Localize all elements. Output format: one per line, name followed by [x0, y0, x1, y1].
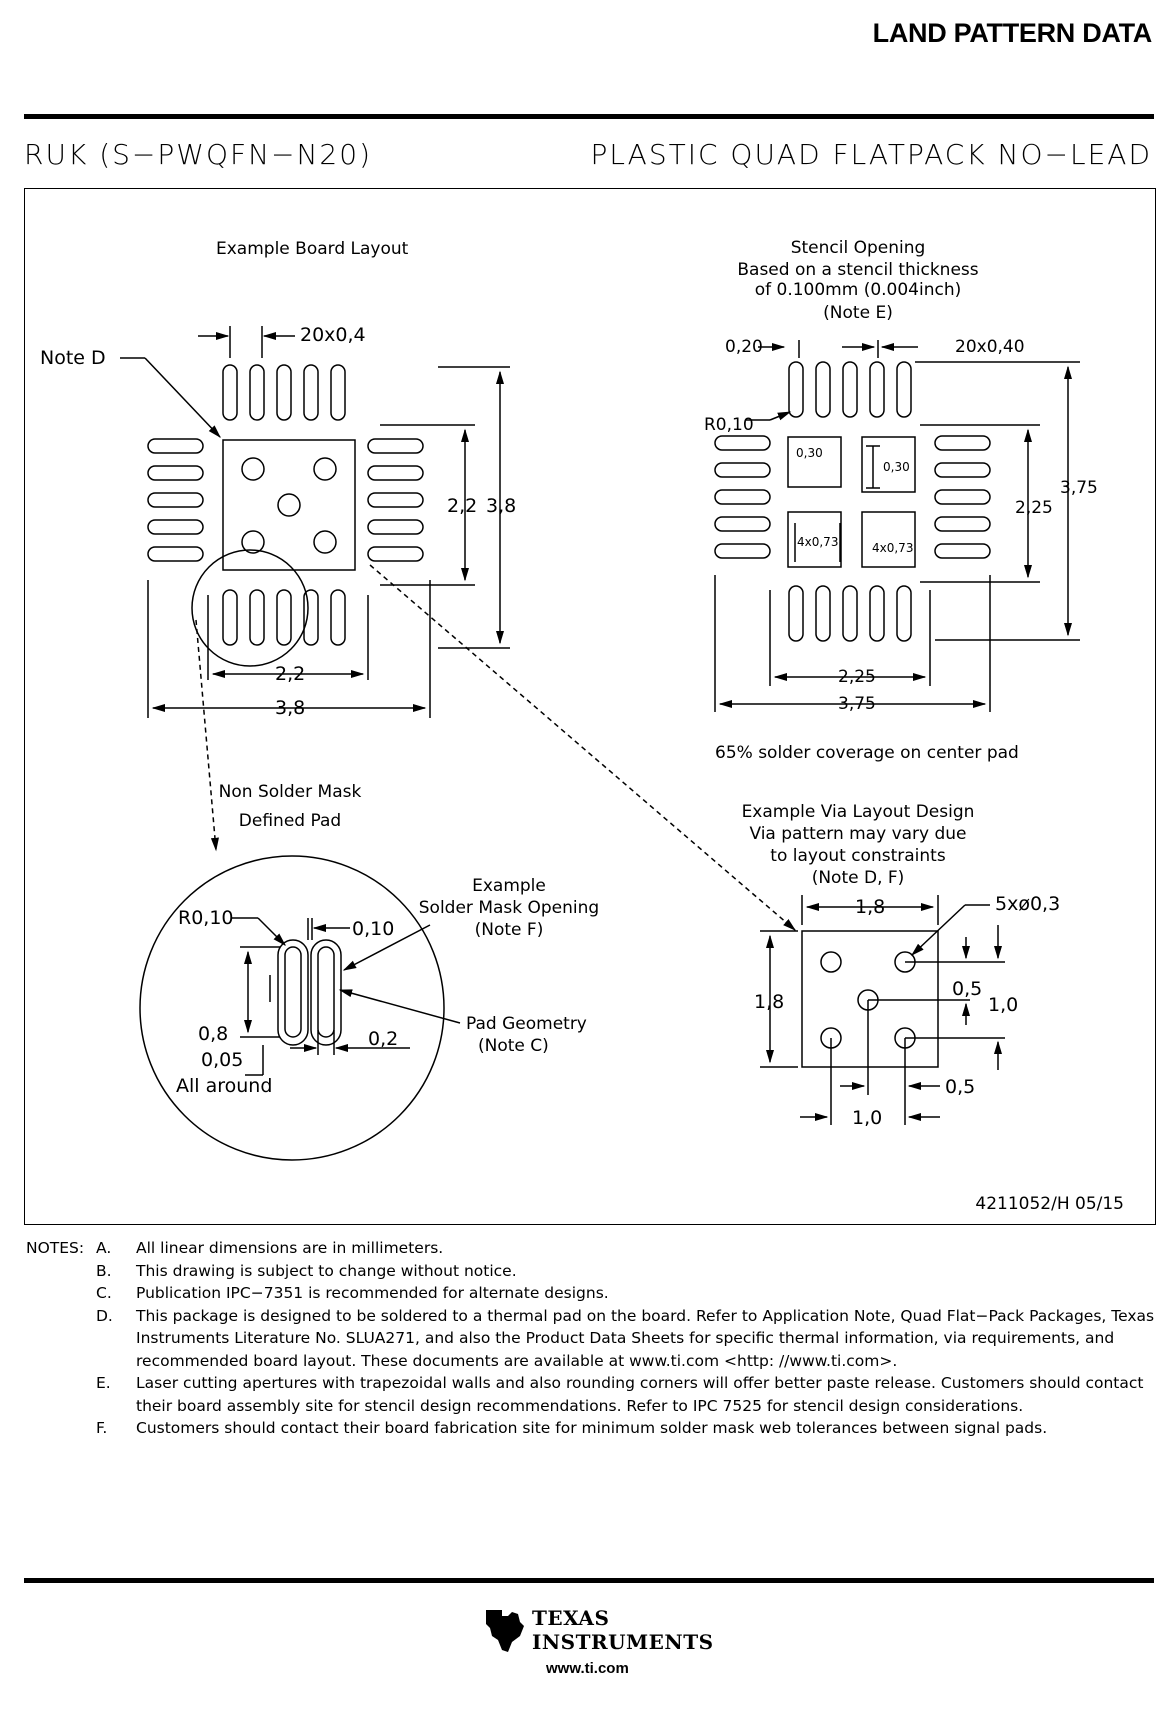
- stencil-win-b-label: 0,30: [883, 460, 910, 474]
- board-layout-drawing: [120, 326, 797, 931]
- land-pattern-drawing: Example Board Layout Note D 20x0,4 2,2 3…: [40, 238, 1124, 1214]
- notes-heading: NOTES:: [26, 1239, 85, 1257]
- via-layout-drawing: [760, 895, 1005, 1125]
- stencil-win-c-label: 4x0,73: [797, 535, 838, 549]
- nsmd-detail-drawing: [139, 855, 461, 1161]
- note-d-label: Note D: [40, 347, 106, 369]
- nsmd-width-label: 0,2: [368, 1028, 398, 1050]
- stencil-title-2: Based on a stencil thickness: [737, 260, 978, 280]
- note-text: All linear dimensions are in millimeters…: [136, 1239, 444, 1257]
- note-text: Laser cutting apertures with trapezoidal…: [136, 1374, 1144, 1415]
- via-h-full-label: 1,0: [852, 1107, 882, 1129]
- nsmd-clearance-label: 0,05: [201, 1049, 243, 1071]
- board-outer-v-label: 3,8: [486, 495, 516, 517]
- board-outer-h-label: 3,8: [275, 697, 305, 719]
- top-rule: [24, 114, 1154, 119]
- stencil-outer-v-label: 3,75: [1060, 478, 1098, 498]
- nsmd-pad-1: Pad Geometry: [466, 1014, 587, 1034]
- nsmd-pad-2: (Note C): [478, 1036, 549, 1056]
- stencil-win-a-label: 0,30: [796, 446, 823, 460]
- note-text: Publication IPC−7351 is recommended for …: [136, 1284, 609, 1302]
- note-letter: B.: [96, 1261, 112, 1280]
- ti-brand-line1: TEXAS: [532, 1606, 610, 1630]
- nsmd-title-1: Non Solder Mask: [219, 782, 362, 802]
- drawing-frame: [24, 188, 1156, 1225]
- note-f: F. Customers should contact their board …: [26, 1417, 1156, 1440]
- ti-brand-line2: INSTRUMENTS: [532, 1630, 714, 1654]
- stencil-title-3: of 0.100mm (0.004inch): [755, 280, 962, 300]
- nsmd-mask-1: Example: [472, 876, 546, 896]
- stencil-title-4: (Note E): [823, 303, 893, 323]
- package-name: PLASTIC QUAD FLATPACK NO−LEAD: [590, 138, 1152, 171]
- note-text: This drawing is subject to change withou…: [136, 1261, 517, 1280]
- drawing-id: 4211052/H 05/15: [975, 1194, 1124, 1214]
- ti-url: www.ti.com: [546, 1660, 629, 1677]
- note-letter: E.: [96, 1374, 111, 1392]
- stencil-radius-label: R0,10: [704, 415, 754, 435]
- package-code: RUK (S−PWQFN−N20): [24, 138, 372, 171]
- via-title-1: Example Via Layout Design: [742, 802, 975, 822]
- note-d: D. This package is designed to be solder…: [26, 1305, 1156, 1373]
- note-letter: A.: [96, 1239, 112, 1257]
- note-letter: D.: [96, 1306, 113, 1325]
- page-title: LAND PATTERN DATA: [872, 18, 1153, 48]
- nsmd-title-2: Defined Pad: [239, 811, 341, 831]
- stencil-drawing: [714, 340, 1080, 712]
- board-inner-h-label: 2,2: [275, 663, 305, 685]
- via-title-4: (Note D, F): [812, 868, 905, 888]
- stencil-coverage: 65% solder coverage on center pad: [715, 743, 1019, 763]
- via-v-half-label: 0,5: [952, 978, 982, 1000]
- nsmd-mask-3: (Note F): [475, 920, 544, 940]
- note-c: C. Publication IPC−7351 is recommended f…: [26, 1282, 1156, 1305]
- stencil-win-d-label: 4x0,73: [872, 541, 913, 555]
- stencil-pitch-label: 20x0,40: [955, 337, 1025, 357]
- board-layout-title: Example Board Layout: [216, 239, 409, 259]
- notes-section: NOTES: A. All linear dimensions are in m…: [26, 1237, 1156, 1440]
- stencil-title-1: Stencil Opening: [791, 238, 926, 258]
- note-letter: C.: [96, 1284, 112, 1302]
- note-a: NOTES: A. All linear dimensions are in m…: [26, 1237, 1156, 1260]
- nsmd-all-around-label: All around: [176, 1075, 272, 1097]
- ti-logo: TEXAS INSTRUMENTS www.ti.com: [480, 1600, 720, 1690]
- note-text: This package is designed to be soldered …: [136, 1306, 1155, 1370]
- nsmd-length-label: 0,8: [198, 1023, 228, 1045]
- nsmd-gap-label: 0,10: [352, 918, 394, 940]
- board-inner-v-label: 2,2: [447, 495, 477, 517]
- via-height-label: 1,8: [754, 991, 784, 1013]
- stencil-gap-label: 0,20: [725, 337, 763, 357]
- stencil-inner-v-label: 2,25: [1015, 498, 1053, 518]
- board-pitch-label: 20x0,4: [300, 324, 366, 346]
- via-title-3: to layout constraints: [770, 846, 946, 866]
- nsmd-mask-2: Solder Mask Opening: [419, 898, 599, 918]
- note-e: E. Laser cutting apertures with trapezoi…: [26, 1372, 1156, 1417]
- via-holes-label: 5xø0,3: [995, 893, 1060, 915]
- via-v-full-label: 1,0: [988, 994, 1018, 1016]
- stencil-inner-h-label: 2,25: [838, 667, 876, 687]
- note-letter: F.: [96, 1419, 108, 1437]
- bottom-rule: [24, 1578, 1154, 1583]
- note-text: Customers should contact their board fab…: [136, 1419, 1048, 1437]
- stencil-outer-h-label: 3,75: [838, 694, 876, 714]
- via-width-label: 1,8: [855, 896, 885, 918]
- nsmd-radius-label: R0,10: [178, 907, 234, 929]
- ti-state-icon: [486, 1610, 524, 1652]
- via-title-2: Via pattern may vary due: [749, 824, 966, 844]
- note-b: B. This drawing is subject to change wit…: [26, 1260, 1156, 1283]
- via-h-half-label: 0,5: [945, 1076, 975, 1098]
